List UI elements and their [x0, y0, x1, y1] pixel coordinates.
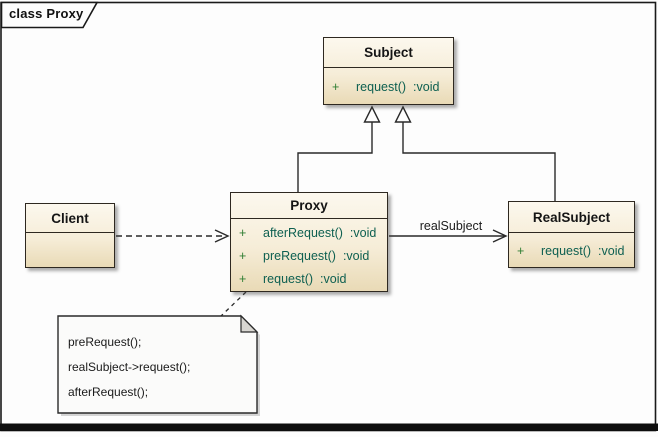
generalization-triangle-proxy [363, 105, 381, 123]
visibility-plus: + [332, 80, 340, 94]
member-signature: request() [263, 271, 314, 286]
note-fold-corner [240, 314, 259, 333]
class-box-realsubject: RealSubject + request() :void [508, 201, 635, 268]
member-type: :void [349, 225, 377, 240]
class-box-proxy: Proxy + afterRequest() :void + preReques… [230, 192, 388, 292]
visibility-plus: + [239, 225, 247, 240]
visibility-plus: + [517, 244, 525, 258]
member-type: :void [320, 271, 347, 286]
member-type: :void [413, 80, 440, 94]
member-request: + request() :void [509, 240, 634, 263]
visibility-plus: + [239, 248, 247, 263]
generalization-line-proxy [297, 122, 373, 192]
frame-title: class Proxy [9, 6, 84, 21]
class-body-empty [26, 233, 114, 269]
visibility-plus: + [239, 271, 247, 286]
member-after-request: + afterRequest() :void [231, 221, 387, 244]
class-name-subject: Subject [324, 38, 453, 68]
member-request: + request() :void [324, 76, 453, 99]
association-label: realSubject [419, 219, 483, 233]
class-box-subject: Subject + request() :void [323, 37, 454, 105]
member-signature: afterRequest() [263, 225, 343, 240]
note-line: realSubject->request(); [68, 360, 191, 374]
class-name-client: Client [26, 204, 114, 233]
note-line: afterRequest(); [68, 385, 149, 399]
member-signature: request() [356, 80, 407, 94]
dependency-arrowhead [214, 229, 230, 243]
note-shape [57, 315, 258, 414]
note-connector-line [220, 291, 247, 317]
generalization-triangle-realsubject [394, 105, 412, 123]
member-signature: request() [541, 244, 592, 258]
member-type: :void [342, 248, 370, 263]
note-text: preRequest(); realSubject->request(); af… [68, 330, 248, 405]
generalization-line-realsubject [402, 122, 556, 201]
frame-bottom-bar [0, 423, 658, 431]
member-signature: preRequest() [263, 248, 336, 263]
class-box-client: Client [25, 203, 115, 268]
note-line: preRequest(); [68, 335, 142, 349]
member-pre-request: + preRequest() :void [231, 244, 387, 267]
frame-title-tab-shape [0, 1, 99, 29]
class-name-proxy: Proxy [231, 193, 387, 219]
member-request: + request() :void [231, 267, 387, 290]
member-type: :void [598, 244, 625, 258]
association-arrowhead [492, 229, 508, 243]
class-name-realsubject: RealSubject [509, 202, 634, 233]
